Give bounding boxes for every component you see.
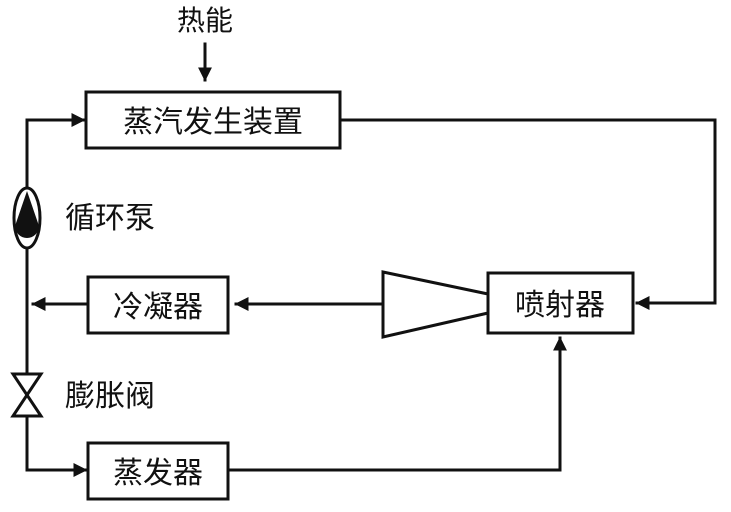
steam-generator-label: 蒸汽发生装置: [123, 105, 303, 140]
ejector-diffuser-shape: [381, 270, 490, 339]
expansion-valve-label: 膨胀阀: [65, 379, 155, 414]
ejector-label: 喷射器: [515, 288, 605, 323]
pump-label: 循环泵: [65, 201, 155, 236]
motive-steam-line: [338, 118, 717, 310]
expansion-valve-icon: [10, 372, 44, 418]
pump-icon: [12, 186, 42, 250]
evaporator-label: 蒸发器: [113, 456, 203, 491]
left-main-line: [25, 118, 82, 472]
evaporator-box: [86, 441, 230, 501]
condenser-label: 冷凝器: [113, 290, 203, 325]
ejector-box: [486, 271, 635, 335]
suction-line: [226, 336, 567, 472]
heat-input-label: 热能: [177, 4, 233, 37]
condenser-box: [86, 275, 230, 335]
